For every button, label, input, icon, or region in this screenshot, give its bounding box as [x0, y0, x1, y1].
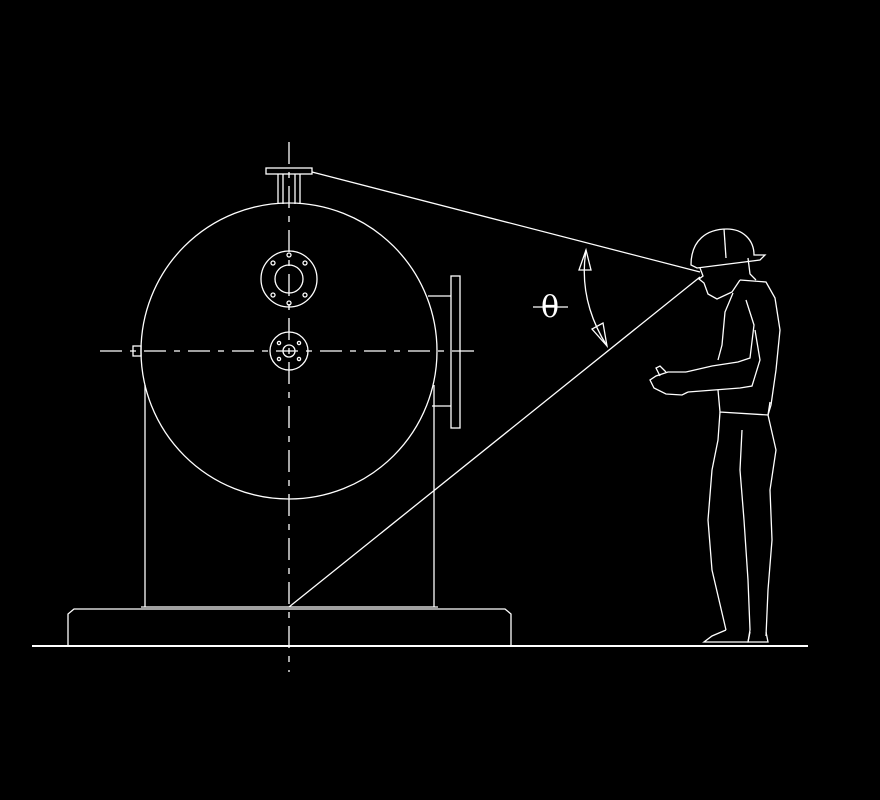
left-small-nozzle — [132, 345, 142, 357]
angle-label-text: θ — [541, 290, 559, 325]
base-plinth — [67, 608, 512, 645]
right-side-nozzle — [428, 275, 461, 429]
upper-sight-line — [311, 171, 701, 273]
angle-arc — [578, 247, 609, 349]
center-flange — [269, 331, 309, 371]
angle-label: θ — [533, 290, 568, 325]
top-nozzle — [265, 167, 313, 204]
lower-sight-line — [288, 276, 701, 608]
upper-flange — [260, 250, 318, 308]
observer-figure — [649, 228, 781, 643]
